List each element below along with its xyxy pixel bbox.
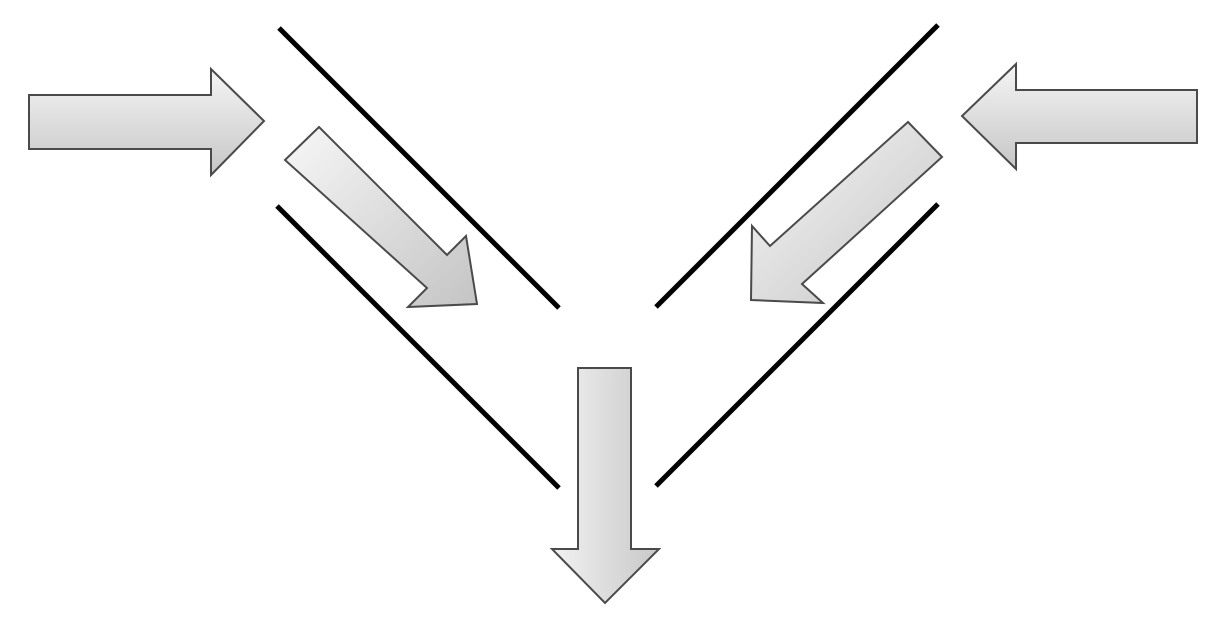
left-channel-upper-wall: [277, 26, 561, 310]
outlet-arrow: [549, 367, 662, 605]
left-channel-lower-wall: [275, 204, 561, 490]
right-channel-arrow: [749, 120, 944, 305]
right-channel-upper-wall: [654, 23, 940, 309]
right-channel-lower-wall: [654, 202, 940, 488]
right-inlet-arrow: [960, 61, 1198, 172]
left-channel-arrow: [283, 125, 479, 309]
left-inlet-arrow: [28, 66, 266, 178]
